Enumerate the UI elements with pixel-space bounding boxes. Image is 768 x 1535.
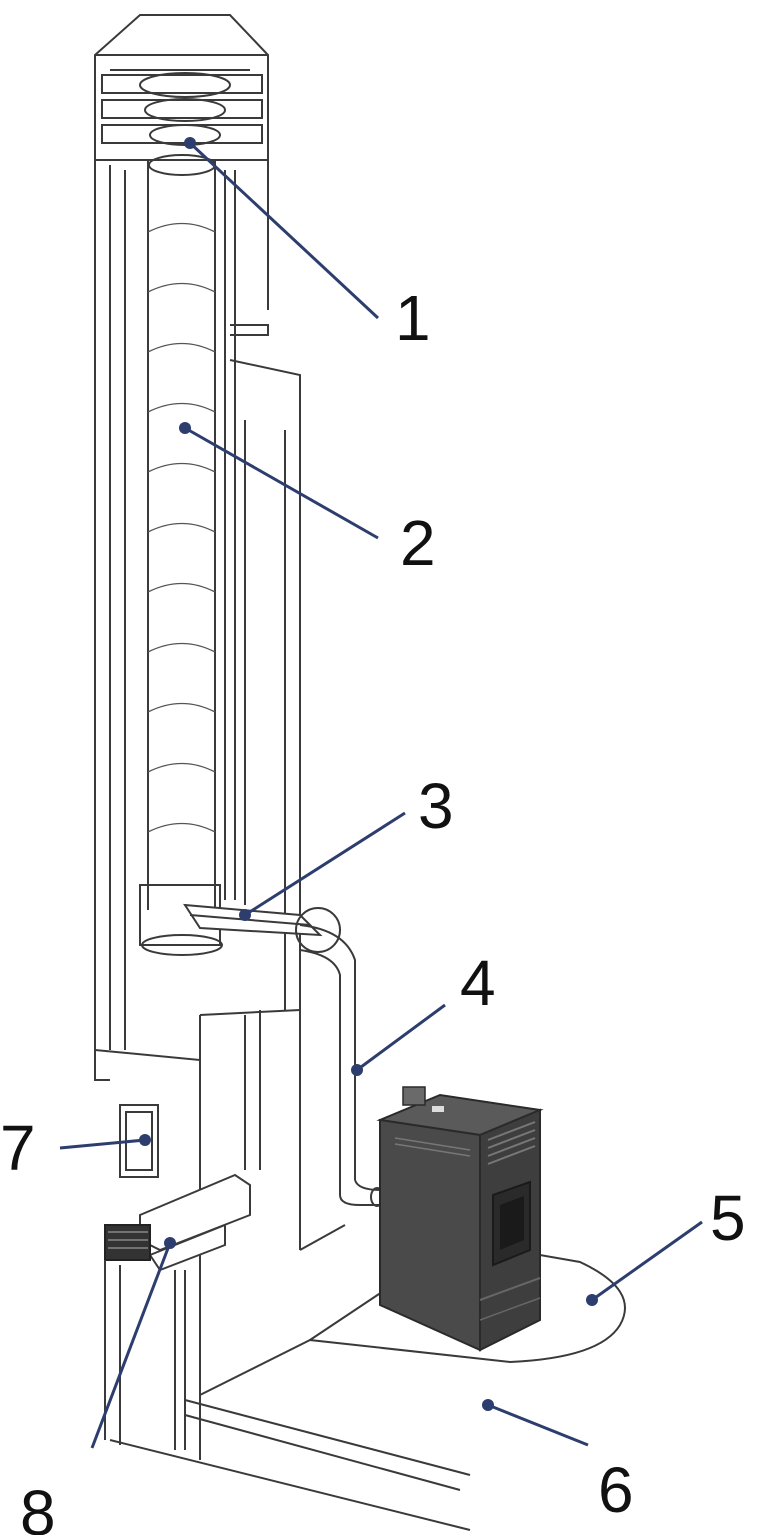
- leader-dot-1: [184, 137, 196, 149]
- leader-dot-5: [586, 1294, 598, 1306]
- callout-1: 1: [395, 282, 431, 354]
- callout-8: 8: [20, 1477, 56, 1535]
- leader-6: [487, 1403, 589, 1447]
- leader-dot-8: [164, 1237, 176, 1249]
- leader-7: [59, 1138, 146, 1150]
- base-structure: [94, 1009, 471, 1531]
- callout-4: 4: [460, 947, 496, 1019]
- leader-dot-2: [179, 422, 191, 434]
- leader-2: [184, 426, 379, 540]
- leader-dot-6: [482, 1399, 494, 1411]
- leader-4: [356, 1003, 446, 1072]
- pellet-stove: [376, 1086, 544, 1352]
- callout-5: 5: [710, 1182, 746, 1254]
- leader-8: [90, 1242, 172, 1449]
- flue-connector: [183, 903, 341, 953]
- floor-protection-plate: [307, 1253, 626, 1364]
- leader-5: [591, 1220, 703, 1302]
- stove-flue-pipe: [299, 924, 384, 1207]
- callout-7: 7: [0, 1112, 36, 1184]
- leader-lines: [59, 137, 703, 1449]
- leader-3: [244, 811, 406, 917]
- leader-dot-7: [139, 1134, 151, 1146]
- chimney-cap: [94, 14, 269, 310]
- callout-2: 2: [400, 507, 436, 579]
- leader-1: [188, 141, 380, 320]
- chimney-stack: [94, 160, 301, 1050]
- leader-dot-4: [351, 1064, 363, 1076]
- callout-3: 3: [418, 770, 454, 842]
- callout-6: 6: [598, 1454, 634, 1526]
- callout-numbers: 1 2 3 4 5 6 7 8: [0, 282, 746, 1535]
- flue-liner: [139, 154, 223, 956]
- leader-dot-3: [239, 909, 251, 921]
